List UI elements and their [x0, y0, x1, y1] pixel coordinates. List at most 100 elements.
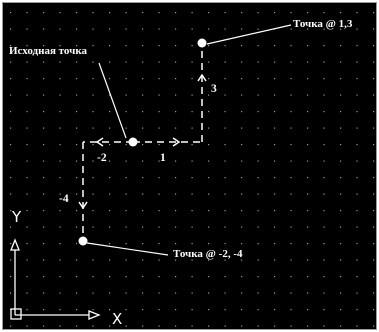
grid-dot	[26, 160, 28, 162]
grid-dot	[43, 94, 45, 96]
grid-dot	[175, 127, 177, 129]
grid-dot	[208, 292, 210, 294]
grid-dot	[158, 309, 160, 311]
grid-dot	[10, 259, 12, 261]
grid-dot	[10, 12, 12, 14]
grid-dot	[76, 210, 78, 212]
grid-dot	[356, 144, 358, 146]
grid-dot	[125, 28, 127, 30]
grid-dot	[373, 210, 375, 212]
grid-dot	[323, 276, 325, 278]
grid-dot	[241, 78, 243, 80]
grid-dot	[59, 276, 61, 278]
point-b-marker[interactable]	[78, 236, 88, 246]
grid-dot	[43, 193, 45, 195]
grid-dot	[208, 276, 210, 278]
grid-dot	[142, 78, 144, 80]
grid-dot	[175, 45, 177, 47]
grid-dot	[43, 292, 45, 294]
grid-dot	[208, 61, 210, 63]
grid-dot	[59, 111, 61, 113]
cad-canvas[interactable]: Исходная точка Точка @ 1,3 Точка @ -2, -…	[3, 3, 377, 330]
grid-dot	[92, 309, 94, 311]
grid-dot	[142, 61, 144, 63]
path-to-point-b	[78, 137, 133, 241]
grid-dot	[92, 210, 94, 212]
grid-dot	[290, 259, 292, 261]
step-down-label: -4	[59, 193, 69, 205]
drawing-viewport[interactable]: Исходная точка Точка @ 1,3 Точка @ -2, -…	[2, 2, 377, 330]
grid-dot	[158, 193, 160, 195]
grid-dot	[92, 45, 94, 47]
grid-dot	[274, 226, 276, 228]
grid-dot	[257, 325, 259, 327]
grid-dot	[43, 210, 45, 212]
point-b-label: Точка @ -2, -4	[173, 248, 243, 260]
grid-dot	[125, 160, 127, 162]
grid-dot	[307, 309, 309, 311]
grid-dot	[224, 45, 226, 47]
grid-dot	[125, 226, 127, 228]
grid-dot	[257, 144, 259, 146]
grid-dot	[109, 111, 111, 113]
leader-point-b	[86, 242, 169, 256]
grid-dot	[92, 111, 94, 113]
grid-dot	[10, 243, 12, 245]
grid-dot	[191, 226, 193, 228]
grid-dot	[175, 111, 177, 113]
grid-dot	[175, 177, 177, 179]
point-a-marker[interactable]	[197, 38, 207, 48]
grid-dot	[323, 160, 325, 162]
grid-dot	[59, 144, 61, 146]
grid-dot	[158, 210, 160, 212]
grid-dot	[356, 28, 358, 30]
grid-dot	[191, 210, 193, 212]
grid-dot	[175, 325, 177, 327]
grid-dot	[241, 127, 243, 129]
grid-dot	[76, 177, 78, 179]
grid-dot	[356, 94, 358, 96]
grid-dot	[175, 28, 177, 30]
grid-dot	[76, 226, 78, 228]
grid-dot	[323, 177, 325, 179]
grid-dot	[10, 144, 12, 146]
grid-dot	[208, 325, 210, 327]
grid-dot	[290, 325, 292, 327]
grid-dot	[274, 160, 276, 162]
grid-dot	[241, 210, 243, 212]
start-point-label: Исходная точка	[9, 45, 88, 57]
grid-dot	[290, 144, 292, 146]
grid-dot	[208, 111, 210, 113]
grid-dot	[125, 127, 127, 129]
grid-dot	[26, 276, 28, 278]
grid-dot	[290, 193, 292, 195]
grid-dot	[59, 61, 61, 63]
grid-dot	[290, 61, 292, 63]
grid-dot	[241, 45, 243, 47]
grid-dot	[323, 193, 325, 195]
grid-dot	[290, 94, 292, 96]
grid-dot	[208, 193, 210, 195]
grid-dot	[373, 111, 375, 113]
grid-dot	[59, 243, 61, 245]
grid-dot	[290, 210, 292, 212]
grid-dot	[26, 127, 28, 129]
point-a-label: Точка @ 1,3	[293, 18, 353, 30]
grid-dot	[274, 259, 276, 261]
grid-dot	[274, 127, 276, 129]
grid-dot	[76, 78, 78, 80]
grid-dot	[274, 292, 276, 294]
grid-dot	[125, 193, 127, 195]
grid-dot	[76, 45, 78, 47]
grid-dot	[109, 61, 111, 63]
grid-dot	[59, 210, 61, 212]
grid-dot	[10, 45, 12, 47]
grid-dot	[274, 243, 276, 245]
grid-dot	[241, 177, 243, 179]
grid-dot	[26, 292, 28, 294]
grid-dot	[109, 94, 111, 96]
ucs-icon	[10, 238, 101, 320]
grid-dot	[323, 111, 325, 113]
grid-dot	[208, 243, 210, 245]
start-point-marker[interactable]	[128, 137, 138, 147]
